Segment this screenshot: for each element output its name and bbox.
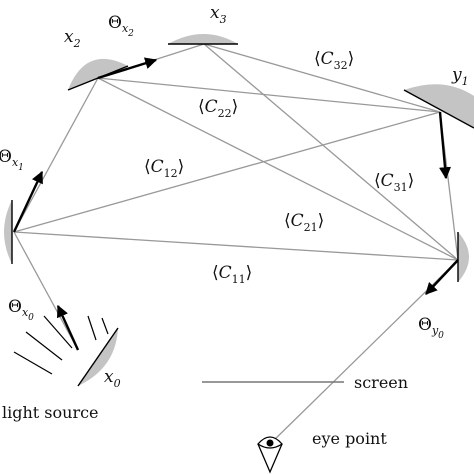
path-x1-y1 [13, 111, 441, 233]
light-rays-icon [13, 315, 109, 375]
path-x3-y0 [203, 43, 459, 261]
label-c22: ⟨C22⟩ [198, 97, 238, 120]
eye-point-label: eye point [312, 429, 387, 448]
path-x2-y1 [97, 77, 441, 113]
surface-x2 [67, 58, 129, 91]
arrow-theta-x0 [56, 304, 80, 351]
direction-arrows [12, 57, 459, 351]
path-x2-y0 [97, 77, 459, 261]
path-x1-y0 [13, 231, 459, 261]
label-c12: ⟨C12⟩ [144, 157, 184, 180]
surface-y1 [403, 84, 474, 129]
arrow-theta-y0 [425, 259, 459, 295]
surface-x1 [4, 200, 13, 264]
label-x0: x0 [104, 367, 121, 390]
arrow-theta-x2 [97, 57, 158, 80]
label-c21: ⟨C21⟩ [284, 211, 324, 234]
label-theta-y0: Θy0 [418, 315, 444, 341]
path-y0-eye [269, 259, 459, 445]
surfaces [4, 34, 474, 387]
label-y1: y1 [451, 65, 469, 88]
label-x3: x3 [210, 3, 227, 26]
label-theta-x0: Θx0 [8, 297, 34, 323]
light-source-label: light source [2, 403, 99, 422]
label-c11: ⟨C11⟩ [212, 263, 252, 286]
path-x1-x2 [13, 77, 99, 233]
eye-icon [257, 436, 283, 474]
surface-x3 [168, 34, 238, 45]
label-theta-x1: Θx1 [0, 147, 24, 173]
path-x0-x1 [13, 231, 79, 351]
label-c31: ⟨C31⟩ [374, 171, 414, 194]
label-c32: ⟨C32⟩ [314, 49, 354, 72]
surface-x0 [77, 327, 119, 387]
arrow-theta-x1 [12, 170, 44, 233]
arrow-y1 [438, 111, 451, 180]
surface-y0 [457, 232, 469, 282]
screen-label: screen [354, 373, 408, 392]
path-x3-y1 [203, 43, 441, 113]
label-x2: x2 [64, 27, 81, 50]
label-theta-x2: Θx2 [108, 13, 134, 39]
